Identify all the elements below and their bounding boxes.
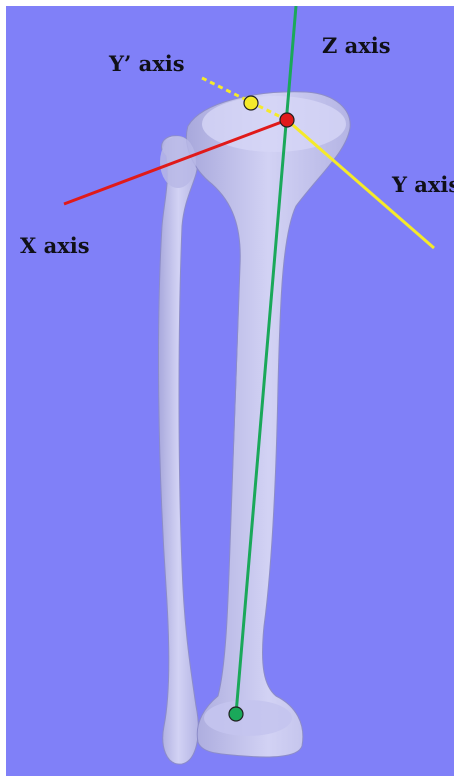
y-prime-axis-label: Y’ axis [109,51,185,76]
tibia-bone [186,92,350,757]
viewport: Z axis Y’ axis Y axis X axis [6,6,454,776]
fibula-bone [159,136,199,764]
origin-point [280,113,294,127]
y-prime-point [244,96,258,110]
z-axis-label: Z axis [322,33,391,58]
x-axis-label: X axis [20,233,90,258]
bone-render [6,6,454,776]
distal-point [229,707,243,721]
distal-tibia [204,700,292,736]
y-axis-label: Y axis [392,172,454,197]
